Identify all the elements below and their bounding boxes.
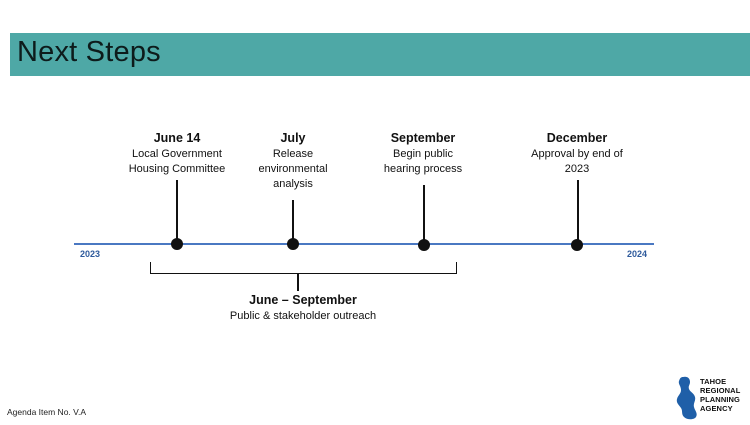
milestone-title: June 14 — [153, 131, 201, 145]
logo-line: AGENCY — [700, 404, 733, 413]
title-banner: Next Steps — [10, 33, 750, 76]
agency-logo: TAHOE REGIONAL PLANNING AGENCY — [675, 376, 745, 420]
range-desc: Public & stakeholder outreach — [229, 310, 377, 322]
milestone-desc-line: hearing process — [383, 163, 463, 175]
range-bracket — [150, 262, 457, 274]
milestone-desc-line: Housing Committee — [128, 163, 226, 175]
milestone-desc-line: analysis — [273, 178, 313, 190]
milestone-title: July — [280, 131, 306, 145]
logo-line: REGIONAL — [700, 386, 741, 395]
milestone-july-label: July Release environmental analysis — [233, 131, 353, 192]
milestone-june-dot — [171, 238, 183, 250]
milestone-september-dot — [418, 239, 430, 251]
milestone-september-label: September Begin public hearing process — [363, 131, 483, 177]
logo-line: PLANNING — [700, 395, 740, 404]
logo-line: TAHOE — [700, 377, 727, 386]
agenda-item-label: Agenda Item No. V.A — [7, 407, 87, 417]
lake-icon — [676, 376, 697, 420]
range-label: June – September Public & stakeholder ou… — [203, 293, 403, 324]
milestone-desc-line: environmental — [258, 163, 328, 175]
milestone-desc-line: 2023 — [564, 163, 590, 175]
range-bracket-stem — [297, 274, 299, 291]
range-title: June – September — [249, 293, 357, 307]
milestone-december-stem — [577, 180, 579, 244]
milestone-july-dot — [287, 238, 299, 250]
milestone-title: December — [546, 131, 608, 145]
milestone-june-stem — [176, 180, 178, 244]
milestone-december-label: December Approval by end of 2023 — [517, 131, 637, 177]
milestone-december-dot — [571, 239, 583, 251]
page-title: Next Steps — [17, 36, 161, 68]
milestone-desc-line: Approval by end of — [531, 148, 623, 160]
milestone-desc-line: Release — [272, 148, 314, 160]
milestone-july-stem — [292, 200, 294, 244]
milestone-title: September — [390, 131, 456, 145]
logo-text: TAHOE REGIONAL PLANNING AGENCY — [700, 377, 740, 413]
milestone-june-label: June 14 Local Government Housing Committ… — [117, 131, 237, 177]
milestone-desc-line: Local Government — [132, 148, 222, 160]
milestone-desc-line: Begin public — [393, 148, 453, 160]
year-start-label: 2023 — [80, 249, 101, 259]
timeline-axis — [74, 243, 654, 245]
year-end-label: 2024 — [627, 249, 648, 259]
milestone-september-stem — [423, 185, 425, 244]
